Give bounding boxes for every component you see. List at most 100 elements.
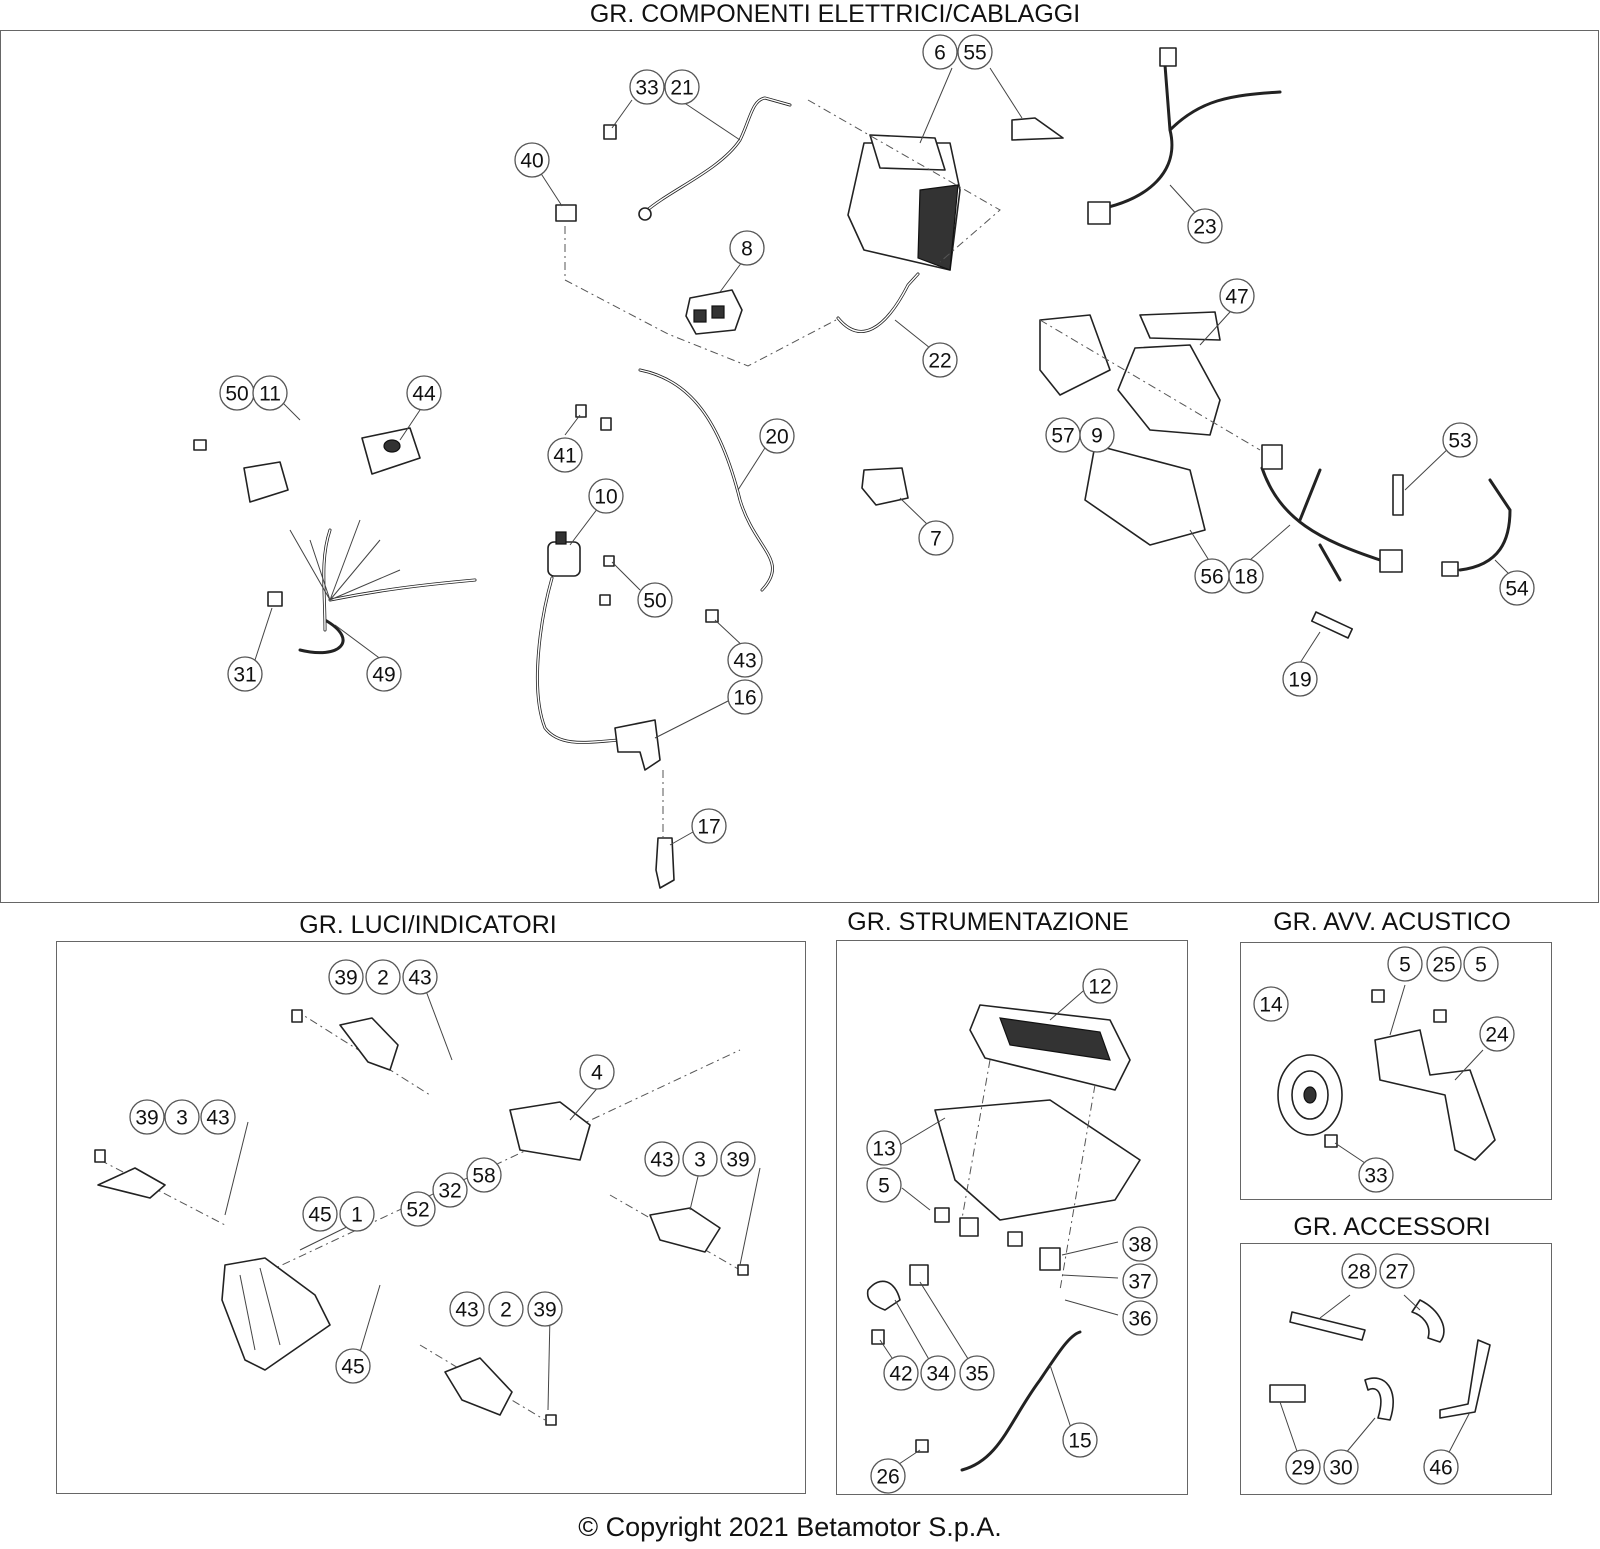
callout-label: 10: [594, 486, 617, 509]
callout-instruments-5: 5: [866, 1167, 902, 1203]
callout-label: 36: [1128, 1308, 1151, 1331]
callout-label: 56: [1200, 566, 1223, 589]
callout-label: 8: [741, 238, 753, 261]
callout-label: 28: [1347, 1261, 1370, 1284]
callout-accessories-30: 30: [1323, 1449, 1359, 1485]
callout-label: 24: [1485, 1024, 1509, 1047]
callout-electrical-23: 23: [1187, 208, 1223, 244]
callout-horn-24: 24: [1479, 1016, 1515, 1052]
callout-label: 43: [455, 1299, 478, 1322]
callout-label: 38: [1128, 1234, 1151, 1257]
clip-29-icon: [1269, 1384, 1306, 1403]
callout-lights-43: 43: [200, 1099, 236, 1135]
callout-horn-25: 25: [1426, 946, 1462, 982]
callout-lights-1: 1: [339, 1196, 375, 1232]
panel-instruments: [836, 940, 1188, 1495]
callout-label: 5: [1475, 954, 1487, 977]
callout-lights-39: 39: [129, 1099, 165, 1135]
callout-label: 50: [643, 590, 666, 613]
callout-label: 27: [1385, 1261, 1408, 1284]
callout-label: 33: [635, 77, 658, 100]
callout-label: 26: [876, 1466, 899, 1489]
horn-icon: [1277, 1054, 1343, 1136]
clamp-27-icon: [1411, 1299, 1445, 1343]
callout-label: 43: [408, 967, 431, 990]
battery-cover-icon: [1011, 117, 1064, 141]
callout-label: 22: [928, 350, 951, 373]
callout-electrical-7: 7: [918, 520, 954, 556]
callout-label: 5: [878, 1175, 890, 1198]
cable-tie-28-icon: [1289, 1311, 1366, 1341]
callout-label: 34: [926, 1363, 950, 1386]
callout-electrical-21: 21: [664, 69, 700, 105]
callout-lights-3: 3: [164, 1099, 200, 1135]
callout-electrical-56: 56: [1194, 558, 1230, 594]
callout-label: 15: [1068, 1430, 1091, 1453]
callout-electrical-53: 53: [1442, 422, 1478, 458]
callout-lights-32: 32: [432, 1172, 468, 1208]
callout-electrical-17: 17: [691, 808, 727, 844]
callout-electrical-47: 47: [1219, 278, 1255, 314]
callout-instruments-26: 26: [870, 1458, 906, 1494]
starter-relay-icon: [685, 289, 743, 335]
callout-instruments-15: 15: [1062, 1422, 1098, 1458]
callout-label: 37: [1128, 1271, 1151, 1294]
callout-lights-3: 3: [682, 1141, 718, 1177]
callout-label: 17: [697, 816, 720, 839]
callout-electrical-22: 22: [922, 342, 958, 378]
callout-electrical-11: 11: [252, 375, 288, 411]
callout-lights-2: 2: [488, 1291, 524, 1327]
callout-label: 1: [351, 1204, 363, 1227]
callout-label: 50: [225, 383, 248, 406]
callout-lights-43: 43: [449, 1291, 485, 1327]
section-title-horn: GR. AVV. ACUSTICO: [1273, 908, 1511, 936]
callout-instruments-34: 34: [920, 1355, 956, 1391]
callout-instruments-42: 42: [883, 1355, 919, 1391]
callout-label: 43: [206, 1107, 229, 1130]
callout-electrical-43: 43: [727, 642, 763, 678]
callout-label: 39: [533, 1299, 556, 1322]
callout-label: 7: [930, 528, 942, 551]
panel-horn: [1240, 942, 1552, 1200]
dashboard-bracket-icon: [934, 1099, 1141, 1221]
callout-label: 45: [341, 1356, 364, 1379]
strap-46-icon: [1439, 1339, 1491, 1419]
callout-accessories-46: 46: [1423, 1449, 1459, 1485]
callout-label: 21: [670, 77, 693, 100]
callout-label: 12: [1088, 976, 1111, 999]
callout-electrical-50: 50: [219, 375, 255, 411]
callout-electrical-18: 18: [1228, 558, 1264, 594]
callout-instruments-35: 35: [959, 1355, 995, 1391]
callout-electrical-8: 8: [729, 230, 765, 266]
callout-accessories-28: 28: [1341, 1253, 1377, 1289]
callout-instruments-38: 38: [1122, 1226, 1158, 1262]
callout-horn-5: 5: [1387, 946, 1423, 982]
callout-electrical-16: 16: [727, 679, 763, 715]
callout-electrical-41: 41: [547, 437, 583, 473]
ecu-icon: [1039, 314, 1221, 546]
callout-label: 2: [377, 967, 389, 990]
callout-electrical-10: 10: [588, 478, 624, 514]
indicator-front-right-icon: [649, 1207, 721, 1253]
ignition-coil-icon: [535, 531, 675, 889]
section-title-accessories: GR. ACCESSORI: [1293, 1213, 1491, 1241]
callout-label: 45: [308, 1204, 331, 1227]
callout-label: 43: [650, 1149, 673, 1172]
callout-label: 25: [1432, 954, 1455, 977]
clamp-30-icon: [1364, 1377, 1394, 1421]
callout-label: 32: [438, 1180, 461, 1203]
callout-label: 19: [1288, 669, 1311, 692]
callout-label: 44: [412, 383, 436, 406]
callout-electrical-44: 44: [406, 375, 442, 411]
callout-horn-33: 33: [1358, 1157, 1394, 1193]
callout-label: 31: [233, 664, 256, 687]
section-title-instruments: GR. STRUMENTAZIONE: [847, 908, 1129, 936]
callout-label: 11: [259, 383, 281, 406]
callout-lights-45: 45: [302, 1196, 338, 1232]
callout-label: 14: [1259, 994, 1283, 1017]
callout-electrical-55: 55: [957, 34, 993, 70]
callout-label: 35: [965, 1363, 988, 1386]
callout-accessories-27: 27: [1379, 1253, 1415, 1289]
callout-lights-45: 45: [335, 1348, 371, 1384]
callout-label: 4: [591, 1062, 603, 1085]
